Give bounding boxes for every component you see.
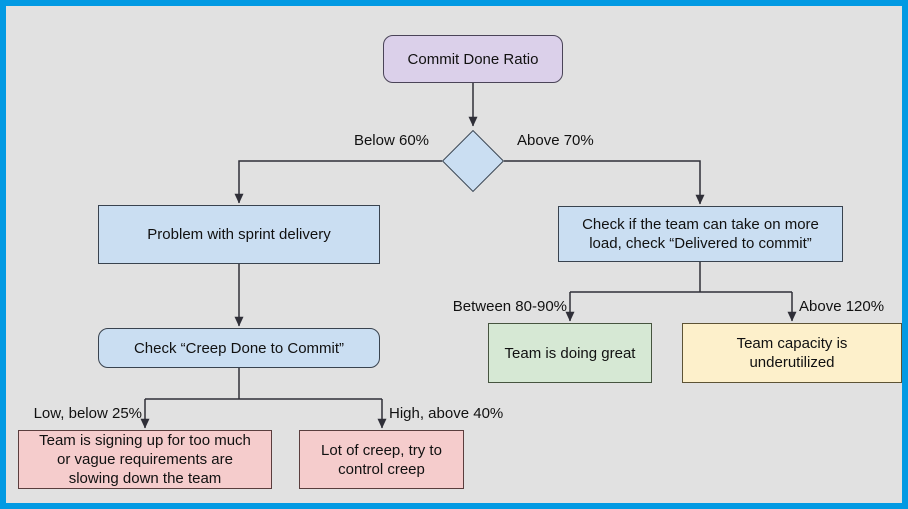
decision-diamond[interactable] (441, 129, 505, 193)
edge-label-high-above-40: High, above 40% (389, 405, 504, 422)
edge-decision-below60 (234, 160, 442, 204)
node-problem-with-sprint-delivery[interactable]: Problem with sprint delivery (98, 205, 380, 264)
node-commit-done-ratio[interactable]: Commit Done Ratio (383, 35, 563, 83)
edge-label-low-below-25: Low, below 25% (33, 405, 142, 422)
node-lot-of-creep[interactable]: Lot of creep, try to control creep (299, 430, 464, 489)
edge-decision-above70 (504, 160, 705, 205)
edge-label-below-60: Below 60% (353, 132, 429, 149)
edge-label-between-80-90: Between 80-90% (452, 298, 567, 315)
flowchart-stage: Commit Done Ratio Below 60% Above 70% Pr… (6, 6, 902, 503)
node-check-team-can-take-more-load[interactable]: Check if the team can take on more load,… (558, 206, 843, 262)
edge-label-above-70: Above 70% (517, 132, 594, 149)
edge-label-above-120: Above 120% (799, 298, 885, 315)
node-team-signing-up-too-much[interactable]: Team is signing up for too much or vague… (18, 430, 272, 489)
node-team-capacity-underutilized[interactable]: Team capacity is underutilized (682, 323, 902, 383)
node-team-is-doing-great[interactable]: Team is doing great (488, 323, 652, 383)
node-check-creep-done-to-commit[interactable]: Check “Creep Done to Commit” (98, 328, 380, 368)
